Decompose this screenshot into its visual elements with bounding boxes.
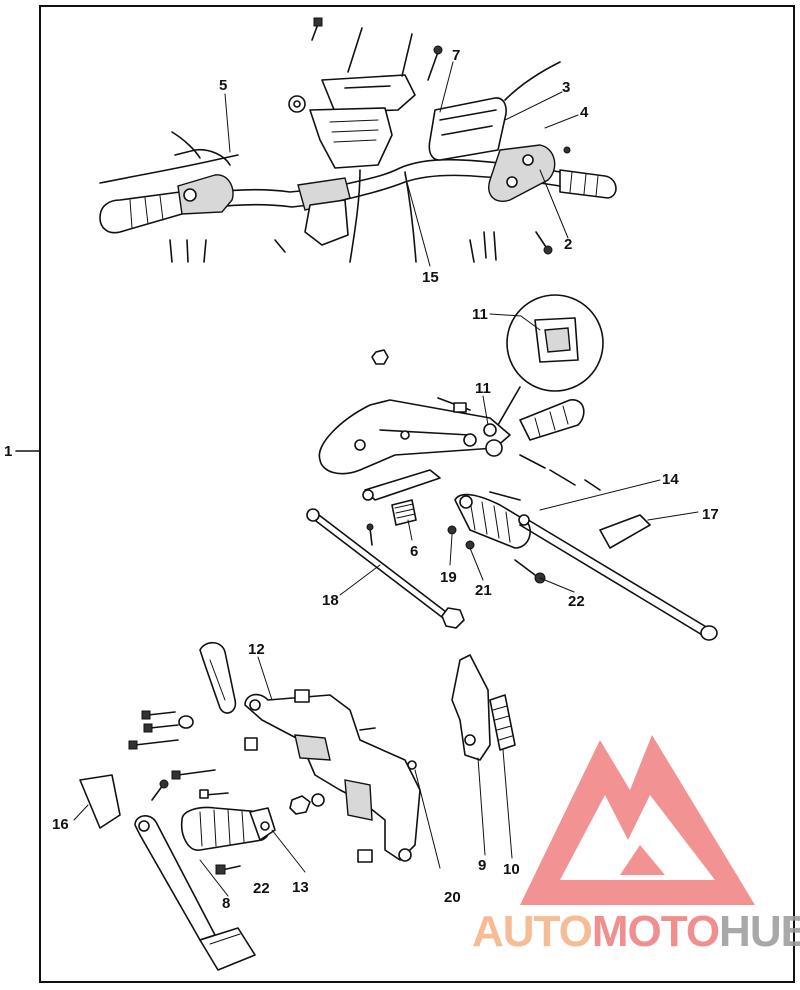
part-label-14: 14 [662, 471, 679, 488]
part-label-7: 7 [452, 47, 460, 64]
part-label-5: 5 [219, 77, 227, 94]
part-label-20: 20 [444, 889, 461, 906]
part-labels: 5 7 3 4 2 15 11 11 14 17 6 19 21 22 18 1… [52, 47, 719, 912]
rider-footpeg-assembly [306, 294, 718, 641]
part-label-2: 2 [564, 236, 572, 253]
watermark-moto: MOTO [592, 907, 719, 956]
diagram-frame [39, 5, 795, 983]
watermark-auto: AUTO [472, 907, 592, 956]
part-label-9: 9 [478, 857, 486, 874]
part-label-15: 15 [422, 269, 439, 286]
part-label-3: 3 [562, 79, 570, 96]
part-label-13: 13 [292, 879, 309, 896]
handlebar-assembly [99, 17, 617, 263]
part-label-16: 16 [52, 816, 69, 833]
part-label-19: 19 [440, 569, 457, 586]
part-label-17: 17 [702, 506, 719, 523]
watermark-logo-triangle [520, 735, 755, 905]
part-label-18: 18 [322, 592, 339, 609]
group-label-1: 1 [4, 443, 12, 460]
part-label-11: 11 [475, 380, 491, 397]
part-label-22-bottom: 22 [253, 880, 270, 897]
watermark-hub: HUB [719, 907, 800, 956]
part-label-11-inset: 11 [472, 306, 488, 323]
part-label-21: 21 [475, 582, 492, 599]
part-label-12: 12 [248, 641, 265, 658]
watermark-text: AUTOMOTOHUB [472, 907, 800, 956]
part-label-4: 4 [580, 104, 589, 121]
part-label-6: 6 [410, 543, 418, 560]
brake-pedal-assembly [79, 641, 516, 971]
part-label-10: 10 [503, 861, 520, 878]
part-label-8: 8 [222, 895, 230, 912]
automotohub-watermark: AUTOMOTOHUB [472, 735, 800, 956]
part-label-22-middle: 22 [568, 593, 585, 610]
